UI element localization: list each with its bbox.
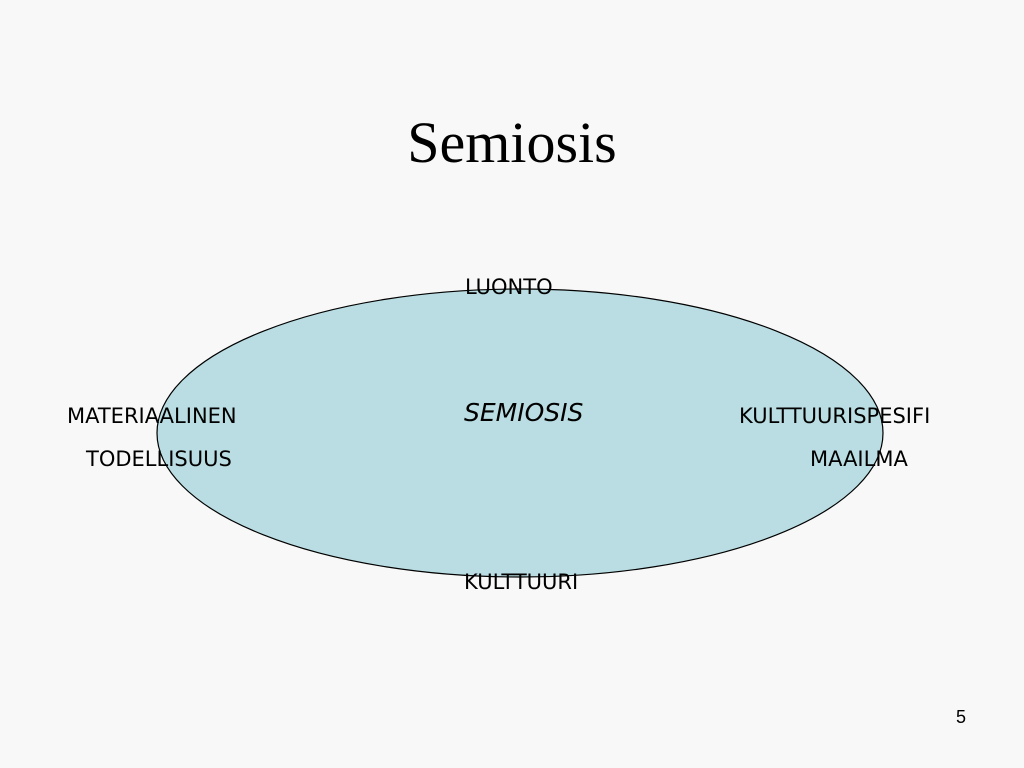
bottom-label: KULTTUURI xyxy=(464,570,579,594)
top-label: LUONTO xyxy=(465,275,553,299)
left-label-line1: MATERIAALINEN xyxy=(67,404,237,428)
right-label-line2: MAAILMA xyxy=(810,447,908,471)
right-label-line1: KULTTUURISPESIFI xyxy=(739,404,931,428)
page-number: 5 xyxy=(955,707,966,727)
slide-title: Semiosis xyxy=(407,110,617,175)
semiosis-ellipse xyxy=(156,288,884,578)
left-label-line2: TODELLISUUS xyxy=(86,447,232,471)
center-label: SEMIOSIS xyxy=(464,398,584,427)
